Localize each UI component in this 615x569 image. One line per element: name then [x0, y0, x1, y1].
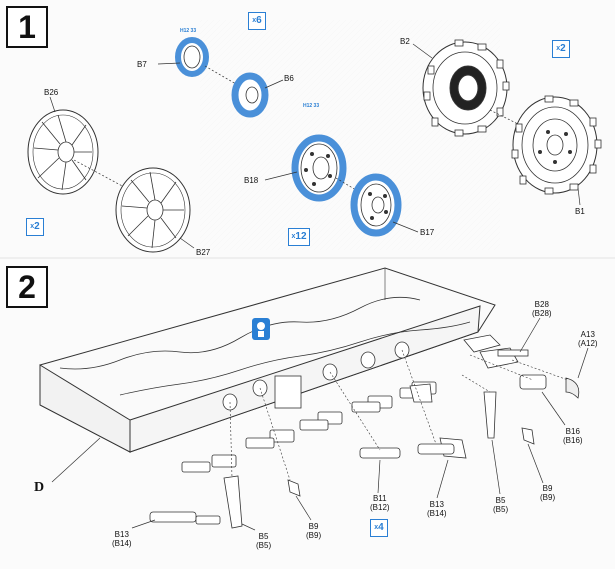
assembly-lines-step2 — [229, 349, 569, 481]
label-b2: B2 — [400, 37, 410, 46]
label-b7: B7 — [137, 60, 147, 69]
leader-b27 — [179, 237, 195, 249]
label-b26: B26 — [44, 88, 59, 97]
assembly-line-b7 — [204, 65, 237, 85]
part-b17-roadwheel — [350, 173, 402, 237]
assembly-line-sprocket — [489, 109, 521, 126]
leader-b1 — [577, 187, 581, 206]
step-2-number: 2 — [6, 266, 48, 308]
label-b5-left: B5(B5) — [256, 532, 272, 550]
suspension-parts — [149, 334, 580, 529]
label-b28: B28(B28) — [532, 300, 552, 318]
part-b2-sprocket — [422, 39, 510, 137]
label-b17: B17 — [420, 228, 435, 237]
paint-ref-2: H12 33 — [303, 103, 320, 109]
glue-symbol-icon — [252, 318, 270, 340]
paint-ref-1: H12 33 — [180, 28, 197, 34]
label-hull-d: D — [34, 480, 45, 495]
quantity-badge-x6: x6 — [248, 12, 266, 30]
label-b9-mid: B9(B9) — [306, 522, 322, 540]
part-b26-wheel — [27, 109, 99, 195]
step-1-number: 1 — [6, 6, 48, 48]
label-b13-right: B13(B14) — [427, 500, 447, 518]
label-b11: B11(B12) — [370, 494, 390, 512]
quantity-badge-x2-sprocket: x2 — [552, 40, 570, 58]
assembly-line-wheel — [73, 159, 127, 189]
label-b1: B1 — [575, 207, 585, 216]
label-b13-left: B13(B14) — [112, 530, 132, 548]
label-b9-right: B9(B9) — [540, 484, 556, 502]
hull-part-d — [39, 267, 496, 453]
label-a13: A13(A12) — [578, 330, 598, 348]
part-b27-wheel — [115, 167, 191, 253]
part-b1-sprocket — [511, 95, 602, 195]
leader-b18 — [264, 171, 298, 181]
leader-b17 — [392, 221, 419, 233]
label-b16: B16(B16) — [563, 427, 583, 445]
leader-b7 — [157, 62, 181, 65]
leader-b2 — [412, 43, 433, 59]
leader-hull-d — [51, 437, 101, 483]
quantity-badge-x12: x12 — [288, 228, 310, 246]
quantity-badge-x2-wheel: x2 — [26, 218, 44, 236]
part-b18-roadwheel — [291, 134, 347, 202]
part-b7-ring — [175, 37, 209, 77]
leader-b6 — [264, 79, 284, 89]
label-b5-right: B5(B5) — [493, 496, 509, 514]
leaders-step2 — [131, 317, 589, 531]
label-b6: B6 — [284, 74, 294, 83]
part-b6-ring — [231, 72, 269, 118]
quantity-badge-x4: x4 — [370, 519, 388, 537]
label-b27: B27 — [196, 248, 211, 257]
label-b18: B18 — [244, 176, 259, 185]
leader-b26 — [49, 96, 56, 113]
